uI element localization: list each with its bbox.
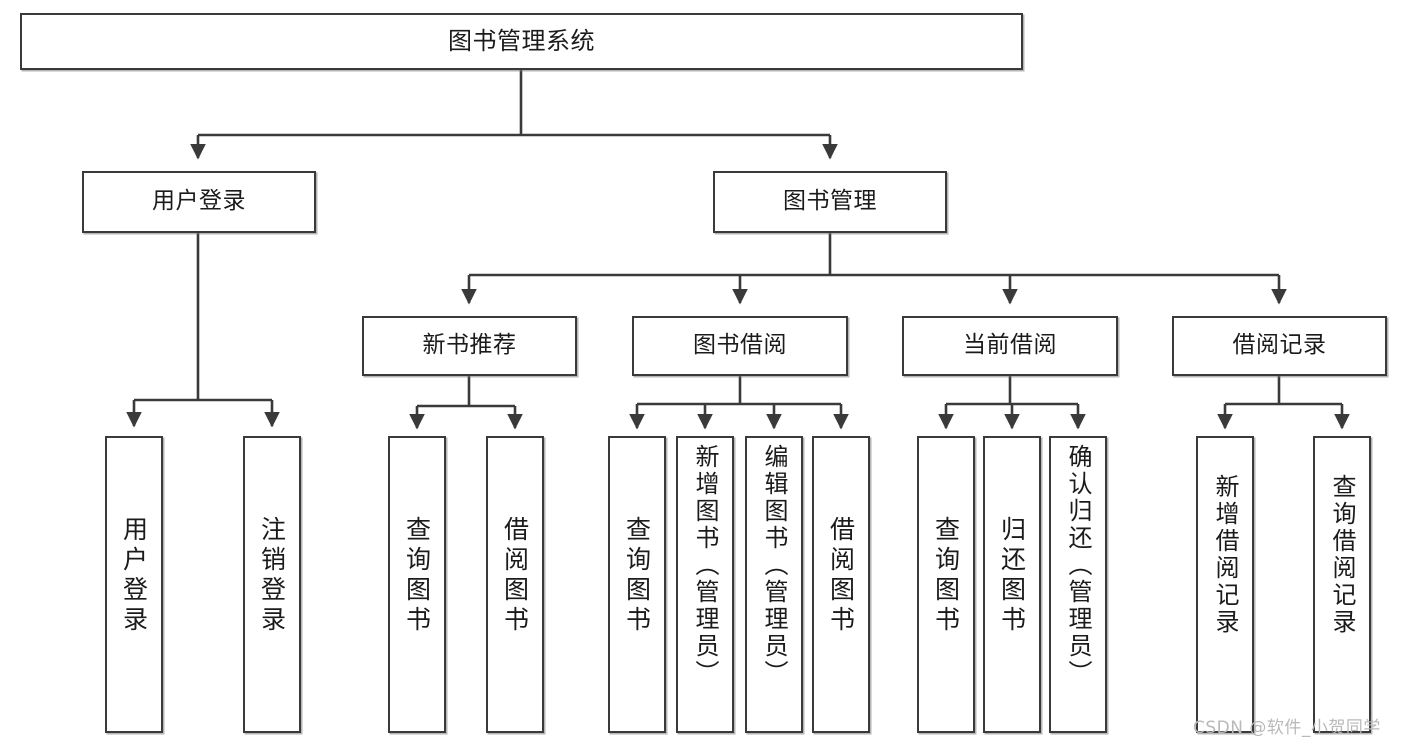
node-label: 新书推荐 bbox=[422, 332, 517, 359]
node-label: 图书管理系统 bbox=[448, 27, 595, 56]
leaf-query-book-recommend[interactable]: 查询图书 bbox=[388, 436, 446, 733]
leaf-query-book-current[interactable]: 查询图书 bbox=[917, 436, 975, 733]
leaf-edit-book-admin[interactable]: 编辑图书（管理员） bbox=[745, 436, 803, 733]
leaf-user-login[interactable]: 用户登录 bbox=[105, 436, 163, 733]
node-label: 新增图书（管理员） bbox=[691, 444, 719, 687]
node-label: 用户登录 bbox=[152, 188, 246, 215]
node-label: 图书管理 bbox=[783, 188, 877, 215]
node-book-borrow[interactable]: 图书借阅 bbox=[632, 316, 848, 376]
node-label: 归还图书 bbox=[997, 516, 1027, 636]
leaf-borrow-book-recommend[interactable]: 借阅图书 bbox=[486, 436, 544, 733]
node-label: 查询借阅记录 bbox=[1328, 474, 1356, 636]
node-label: 注销登录 bbox=[257, 516, 287, 636]
leaf-logout-login[interactable]: 注销登录 bbox=[243, 436, 301, 733]
node-borrow-record[interactable]: 借阅记录 bbox=[1172, 316, 1387, 376]
leaf-add-book-admin[interactable]: 新增图书（管理员） bbox=[676, 436, 734, 733]
node-label: 用户登录 bbox=[119, 516, 149, 636]
leaf-borrow-book-borrow[interactable]: 借阅图书 bbox=[812, 436, 870, 733]
node-label: 借阅图书 bbox=[500, 516, 530, 636]
node-label: 当前借阅 bbox=[963, 332, 1057, 359]
node-label: 借阅图书 bbox=[826, 516, 856, 636]
node-label: 确认归还（管理员） bbox=[1064, 444, 1092, 687]
node-label: 借阅记录 bbox=[1232, 332, 1327, 359]
node-label: 新增借阅记录 bbox=[1211, 474, 1239, 636]
node-current-borrow[interactable]: 当前借阅 bbox=[902, 316, 1118, 376]
csdn-watermark: CSDN @软件_小贺同学 bbox=[1193, 718, 1381, 738]
leaf-confirm-return-admin[interactable]: 确认归还（管理员） bbox=[1049, 436, 1107, 733]
node-new-book-recommend[interactable]: 新书推荐 bbox=[362, 316, 577, 376]
leaf-return-book[interactable]: 归还图书 bbox=[983, 436, 1041, 733]
leaf-query-book-borrow[interactable]: 查询图书 bbox=[608, 436, 666, 733]
leaf-add-borrow-record[interactable]: 新增借阅记录 bbox=[1196, 436, 1254, 733]
node-label: 查询图书 bbox=[931, 516, 961, 636]
node-label: 查询图书 bbox=[622, 516, 652, 636]
node-label: 编辑图书（管理员） bbox=[760, 444, 788, 687]
node-label: 图书借阅 bbox=[693, 332, 787, 359]
node-user-login[interactable]: 用户登录 bbox=[82, 171, 316, 233]
leaf-query-borrow-record[interactable]: 查询借阅记录 bbox=[1313, 436, 1371, 733]
node-label: 查询图书 bbox=[402, 516, 432, 636]
node-book-manage[interactable]: 图书管理 bbox=[713, 171, 947, 233]
node-book-management-system[interactable]: 图书管理系统 bbox=[20, 13, 1023, 70]
